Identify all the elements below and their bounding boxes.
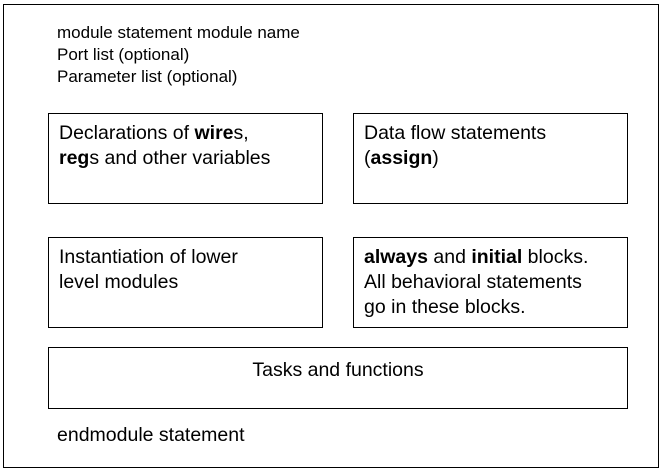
tasks-box: Tasks and functions [48, 347, 628, 409]
declarations-line-2: regs and other variables [59, 147, 271, 169]
dataflow-box: Data flow statements (assign) [353, 113, 628, 204]
always-keyword: always [364, 246, 428, 268]
instantiation-line-2: level modules [59, 271, 179, 293]
instantiation-box: Instantiation of lower level modules [48, 237, 323, 328]
endmodule-statement: endmodule statement [57, 424, 245, 446]
initial-keyword: initial [471, 246, 523, 268]
instantiation-line-1: Instantiation of lower [59, 246, 238, 268]
wire-keyword: wire [194, 122, 234, 144]
module-statement-line: module statement module name [57, 23, 300, 42]
behavioral-line-2: All behavioral statements [364, 271, 582, 293]
reg-keyword: reg [59, 147, 90, 169]
behavioral-line-3: go in these blocks. [364, 296, 526, 318]
assign-keyword: assign [370, 147, 433, 169]
port-list-line: Port list (optional) [57, 45, 190, 64]
declarations-box: Declarations of wires, regs and other va… [48, 113, 323, 204]
module-header: module statement module name Port list (… [57, 22, 300, 88]
dataflow-line-2: (assign) [364, 147, 439, 169]
tasks-label: Tasks and functions [252, 359, 424, 381]
behavioral-box: always and initial blocks. All behaviora… [353, 237, 628, 328]
parameter-list-line: Parameter list (optional) [57, 67, 238, 86]
module-outline [3, 4, 659, 468]
dataflow-line-1: Data flow statements [364, 122, 547, 144]
declarations-line-1: Declarations of wires, [59, 122, 249, 144]
behavioral-line-1: always and initial blocks. [364, 246, 589, 268]
